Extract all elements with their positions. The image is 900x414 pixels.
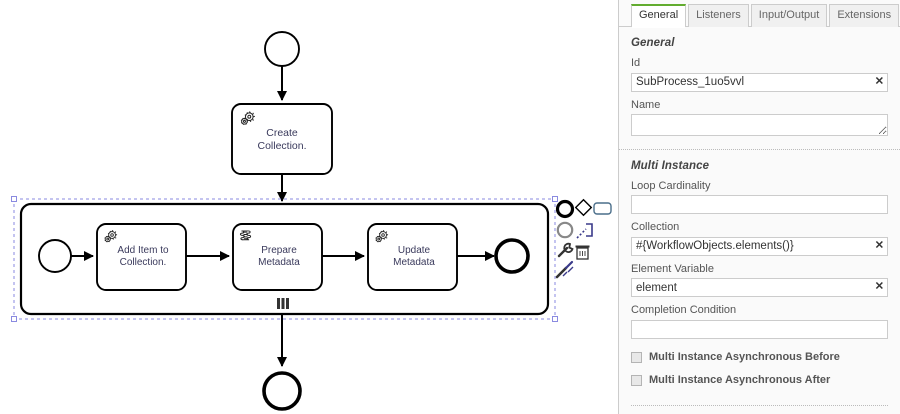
clear-element-variable-button[interactable]: ✕ — [874, 280, 884, 293]
subprocess-inner-end-event[interactable] — [494, 238, 530, 274]
field-label-collection: Collection — [631, 221, 680, 233]
checkbox-async-before[interactable] — [631, 351, 642, 363]
end-event[interactable] — [262, 371, 302, 411]
collection-input[interactable] — [631, 236, 888, 256]
completion-condition-input[interactable] — [631, 319, 888, 339]
loop-cardinality-input[interactable] — [631, 195, 888, 214]
append-gateway-icon[interactable] — [574, 198, 593, 217]
name-textarea[interactable] — [631, 113, 888, 136]
field-label-element-variable: Element Variable — [631, 262, 714, 275]
field-label-name: Name — [631, 98, 661, 111]
field-label-id: Id — [631, 57, 641, 69]
tab-general[interactable]: General — [631, 4, 687, 28]
start-event[interactable] — [264, 31, 300, 67]
subprocess-selection-outline — [11, 196, 558, 322]
task-label-line2: Collection. — [120, 257, 167, 268]
field-label-completion-condition: Completion Condition — [631, 304, 737, 316]
clear-collection-button[interactable]: ✕ — [874, 239, 884, 252]
append-task-icon[interactable] — [593, 202, 612, 215]
row-async-after: Multi Instance Asynchronous After — [631, 374, 888, 387]
field-collection: Collection ✕ — [631, 221, 888, 256]
id-input[interactable] — [631, 72, 888, 92]
field-name: Name — [631, 99, 888, 136]
task-update-metadata[interactable]: Update Metadata — [367, 223, 458, 291]
group-title-multi-instance: Multi Instance — [631, 159, 710, 172]
append-end-event-icon[interactable] — [555, 199, 575, 219]
group-title-general: General — [631, 37, 675, 49]
connect-icon[interactable] — [576, 223, 593, 239]
checkbox-label-async-before: Multi Instance Asynchronous Before — [649, 350, 840, 363]
task-label-line1: Add Item to — [117, 245, 169, 256]
element-variable-input[interactable] — [631, 278, 888, 297]
tab-extensions[interactable]: Extensions — [829, 4, 900, 27]
group-multi-instance: Multi Instance Loop Cardinality Collecti… — [619, 148, 900, 403]
field-loop-cardinality: Loop Cardinality — [631, 179, 888, 214]
subprocess-inner-start-event[interactable] — [38, 239, 72, 273]
append-intermediate-event-icon[interactable] — [556, 221, 574, 239]
clear-id-button[interactable]: ✕ — [874, 75, 884, 88]
task-add-item-to-collection[interactable]: Add Item to Collection. — [96, 223, 187, 291]
task-label-line1: Prepare — [261, 245, 297, 256]
task-label-line2: Metadata — [258, 257, 300, 268]
bpmn-canvas[interactable]: Create Collection. — [0, 0, 618, 414]
magic-wand-icon[interactable] — [555, 260, 574, 279]
group-general: General Id ✕ Name — [619, 27, 900, 149]
properties-body: General Id ✕ Name Multi Instan — [619, 27, 900, 413]
subprocess-multi-instance[interactable]: Add Item to Collection. Prepare Metadata — [19, 202, 550, 316]
tab-listeners[interactable]: Listeners — [688, 4, 749, 27]
field-id: Id ✕ — [631, 57, 888, 92]
checkbox-label-async-after: Multi Instance Asynchronous After — [649, 373, 831, 386]
task-label-line1: Update — [398, 245, 431, 256]
checkbox-async-after[interactable] — [631, 374, 642, 386]
wrench-icon[interactable] — [557, 242, 574, 258]
parallel-multi-instance-marker — [277, 298, 289, 309]
task-label-line2: Metadata — [393, 257, 435, 268]
task-prepare-metadata[interactable]: Prepare Metadata — [232, 223, 323, 291]
section-divider — [631, 404, 888, 406]
trash-icon[interactable] — [575, 245, 590, 260]
context-pad[interactable] — [555, 198, 612, 279]
task-create-collection[interactable]: Create Collection. — [231, 103, 333, 175]
field-label-loop-cardinality: Loop Cardinality — [631, 179, 711, 192]
task-label-line1: Create — [266, 127, 298, 139]
tab-input-output[interactable]: Input/Output — [750, 4, 828, 27]
field-element-variable: Element Variable ✕ — [631, 262, 888, 297]
field-completion-condition: Completion Condition — [631, 304, 888, 339]
task-label-line2: Collection. — [257, 140, 306, 152]
row-async-before: Multi Instance Asynchronous Before — [631, 351, 888, 364]
